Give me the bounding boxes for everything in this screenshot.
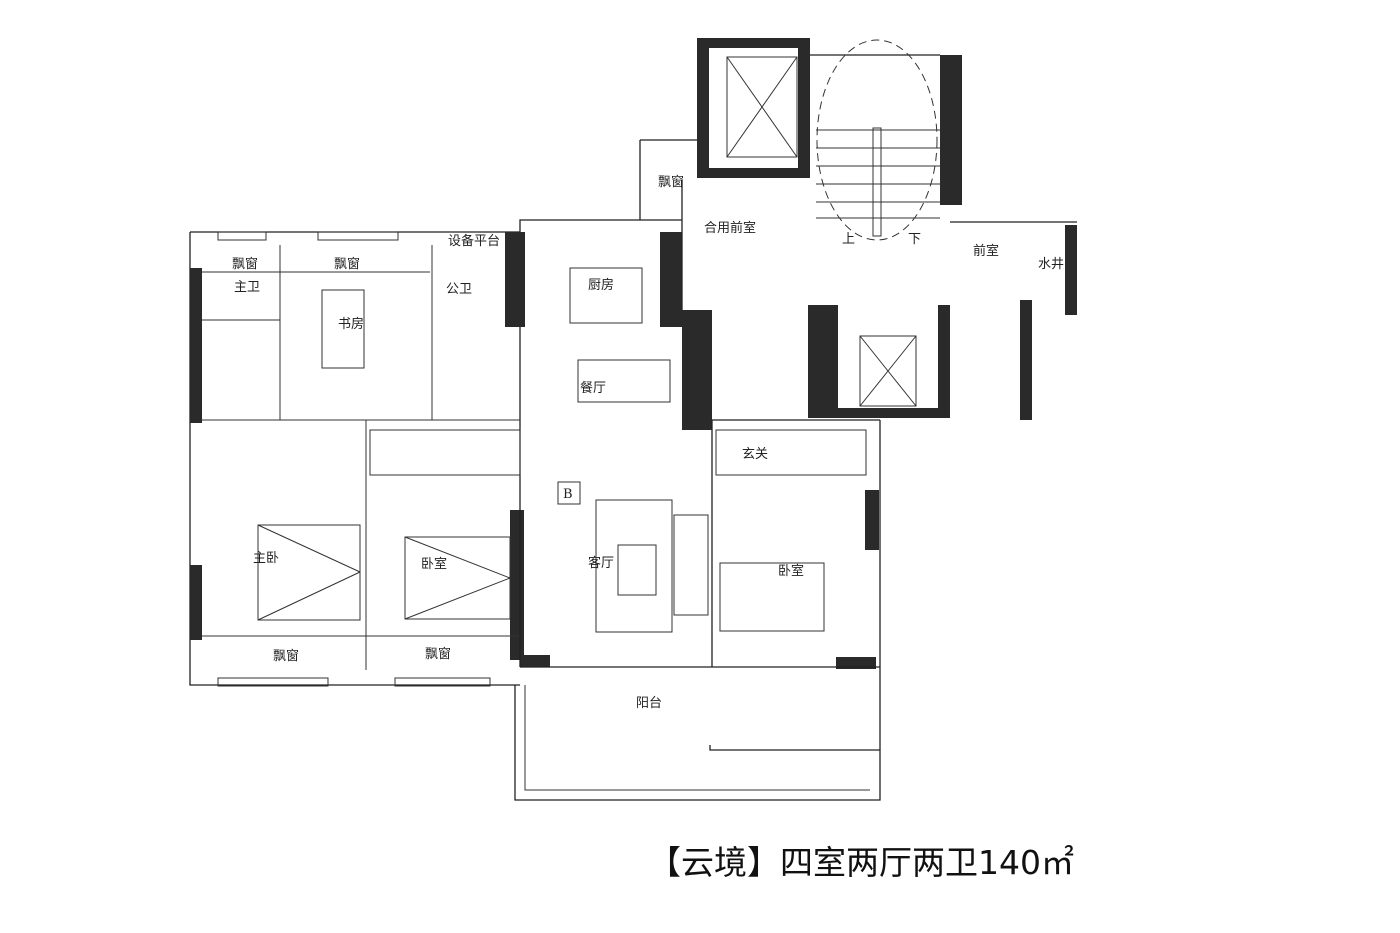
- room-labels: 飘窗 飘窗 主卫 书房 设备平台 公卫 厨房 合用前室 飘窗 前室 水井 餐厅 …: [232, 174, 1064, 711]
- label-bay-window: 飘窗: [232, 256, 258, 272]
- label-study: 书房: [338, 316, 364, 332]
- label-bay-window: 飘窗: [658, 174, 684, 190]
- label-water-shaft: 水井: [1038, 257, 1064, 272]
- stairs: [816, 127, 940, 237]
- label-bay-window: 飘窗: [273, 648, 299, 664]
- label-stair-up: 上: [842, 232, 855, 247]
- label-master-bedroom: 主卧: [253, 551, 279, 566]
- label-shared-lobby: 合用前室: [704, 220, 756, 236]
- label-stair-down: 下: [908, 232, 921, 247]
- label-bedroom: 卧室: [778, 563, 804, 579]
- label-dining: 餐厅: [580, 380, 606, 396]
- label-kitchen: 厨房: [588, 277, 614, 293]
- label-equipment-platform: 设备平台: [448, 233, 500, 249]
- label-bedroom: 卧室: [421, 556, 447, 572]
- label-master-bath: 主卫: [234, 280, 260, 295]
- plan-caption: 【云境】四室两厅两卫140㎡: [648, 843, 1074, 882]
- unit-marker: B: [563, 487, 573, 502]
- walls: [189, 38, 1077, 801]
- label-bay-window: 飘窗: [425, 646, 451, 662]
- label-living-room: 客厅: [588, 555, 614, 571]
- label-bay-window: 飘窗: [334, 256, 360, 272]
- label-front-room: 前室: [973, 243, 999, 259]
- label-balcony: 阳台: [636, 696, 662, 711]
- label-public-bath: 公卫: [446, 282, 472, 297]
- label-foyer: 玄关: [742, 447, 768, 462]
